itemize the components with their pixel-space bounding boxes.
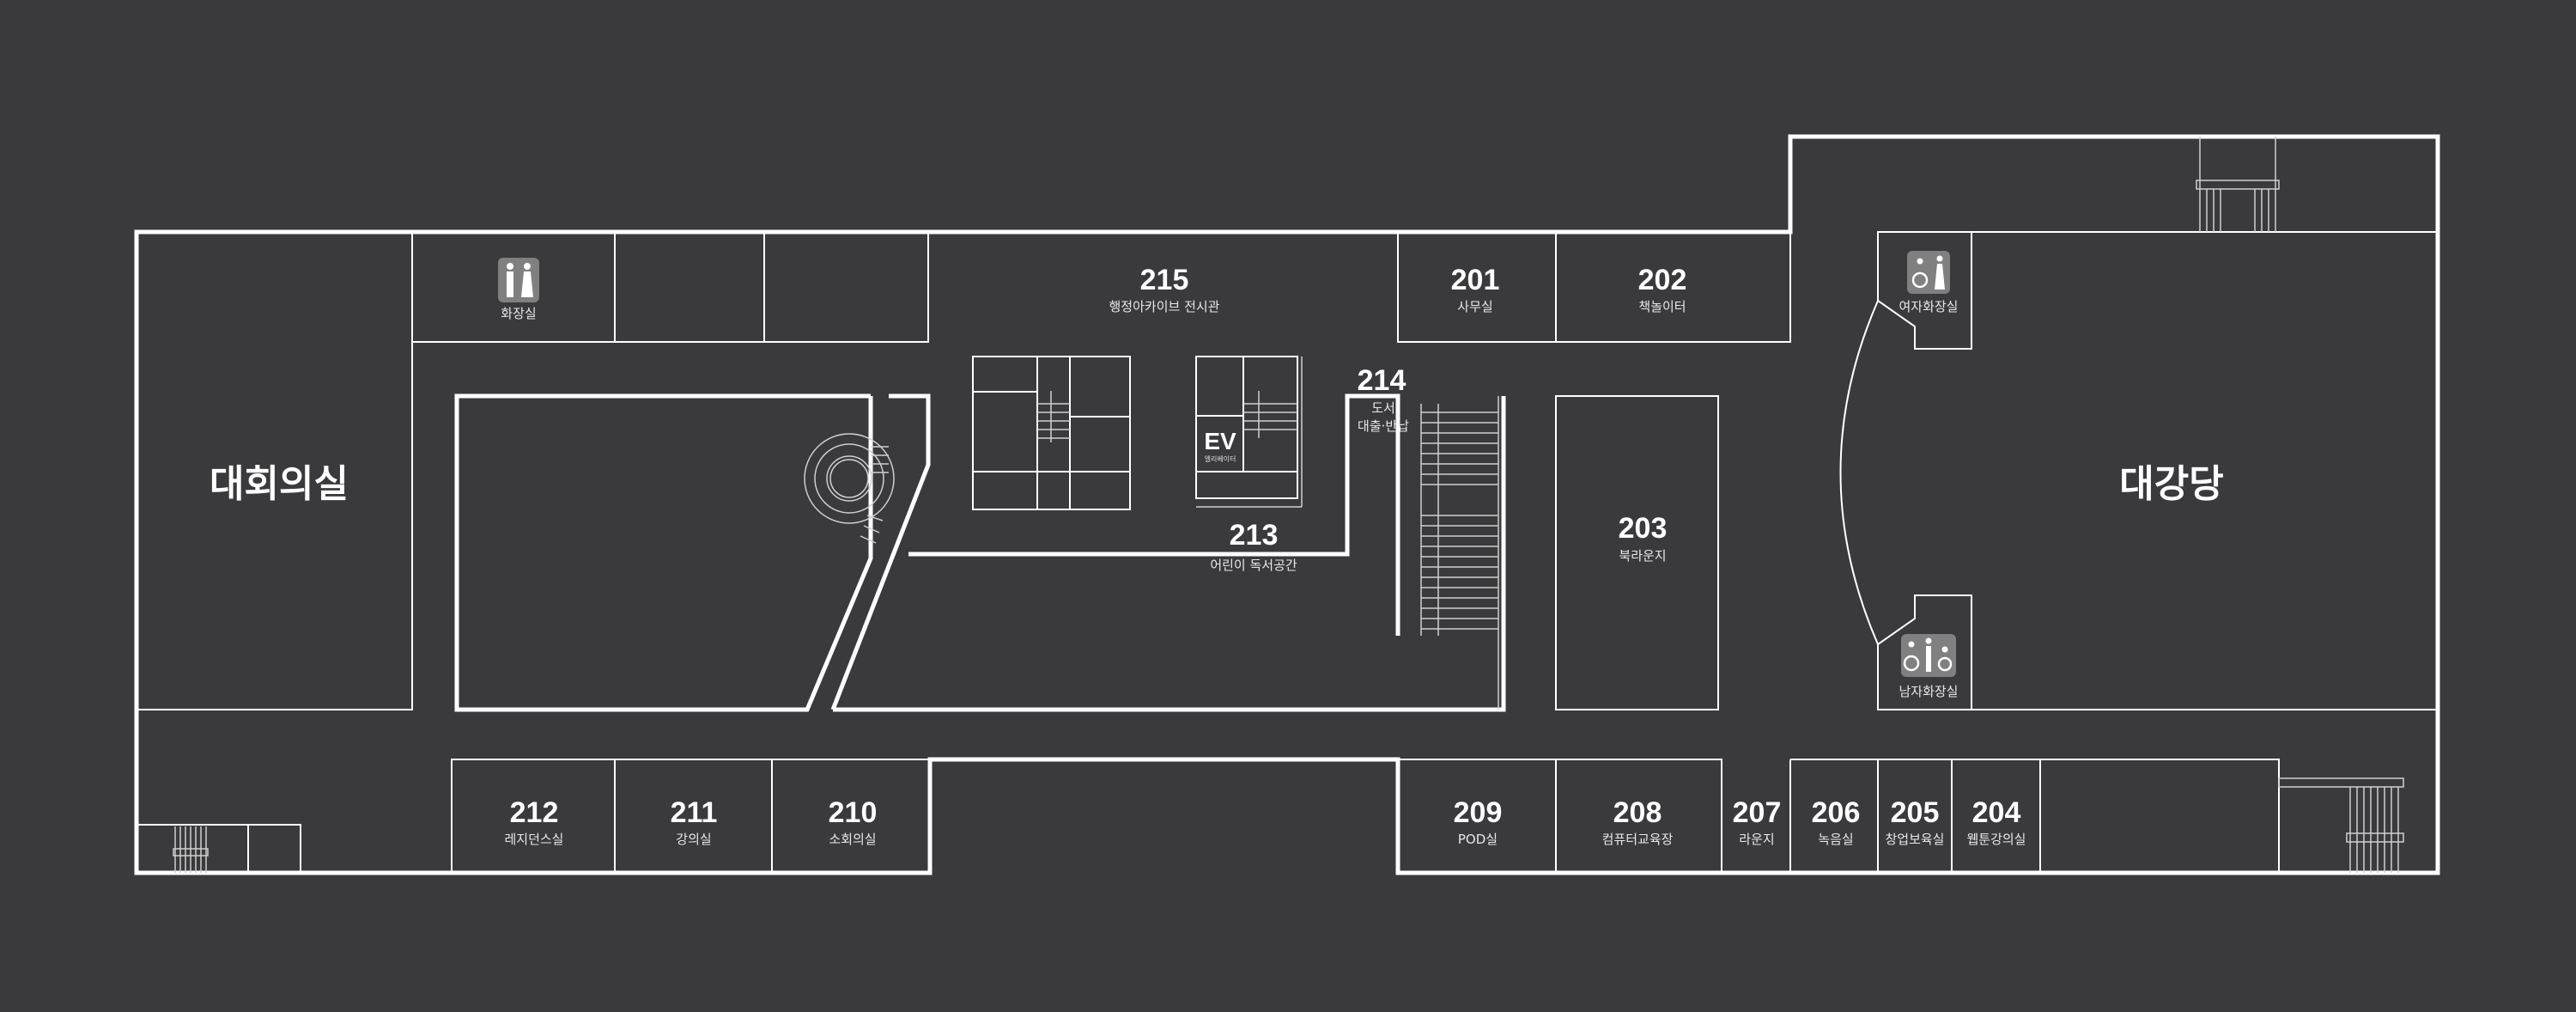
outer-wall <box>134 134 2440 875</box>
room-name-202: 책놀이터 <box>1638 299 1686 314</box>
stairs-214 <box>1420 396 1499 710</box>
elevator-label: EV <box>1204 428 1236 454</box>
room-number-208: 208 <box>1613 796 1662 829</box>
room-213-wall[interactable] <box>833 393 1506 712</box>
auditorium-curved-wall <box>1839 300 1879 645</box>
room-grand-conference[interactable] <box>136 231 413 710</box>
spiral-stair <box>804 433 895 544</box>
room-name-207: 라운지 <box>1739 832 1774 847</box>
room-number-205: 205 <box>1891 796 1940 829</box>
room-label-grand-conference: 대회의실 <box>210 462 349 506</box>
room-label-auditorium: 대강당 <box>2119 462 2223 506</box>
room-205-wall <box>1877 759 2041 873</box>
elevator-name: 엘리베이터 <box>1205 454 1236 463</box>
courtyard-wall <box>454 393 873 712</box>
room-number-201: 201 <box>1451 264 1500 296</box>
accessible-family-restroom-icon <box>1901 634 1956 677</box>
room-202[interactable] <box>1555 231 1791 343</box>
room-name-213: 어린이 독서공간 <box>1210 558 1297 573</box>
room-number-207: 207 <box>1733 796 1782 829</box>
room-203[interactable] <box>1555 395 1719 710</box>
room-207[interactable] <box>1721 759 1791 873</box>
room-label-restroom: 화장실 <box>501 306 536 321</box>
stairs-bottom-right <box>2278 777 2404 873</box>
room-name-210: 소회의실 <box>829 832 876 847</box>
room-name-209: POD실 <box>1458 832 1498 847</box>
room-206-wall <box>1790 759 2280 873</box>
restroom-icon <box>498 258 539 302</box>
stairs-bottom-left <box>136 824 301 874</box>
room-number-213: 213 <box>1230 519 1279 552</box>
stair-core <box>972 356 1131 510</box>
room-number-210: 210 <box>829 796 878 829</box>
room-name-203: 북라운지 <box>1619 548 1666 564</box>
room-name-215: 행정아카이브 전시관 <box>1109 299 1220 314</box>
accessible-women-restroom-icon <box>1907 251 1950 294</box>
room-top-unnamed-2[interactable] <box>763 231 929 343</box>
room-number-211: 211 <box>671 796 718 829</box>
room-number-214: 214 <box>1358 364 1406 397</box>
room-name-201: 사무실 <box>1457 299 1492 314</box>
room-label-men-restroom: 남자화장실 <box>1899 684 1958 699</box>
elevator-core[interactable] <box>1195 356 1303 508</box>
room-name-208: 컴퓨터교육장 <box>1602 832 1674 847</box>
stairs-top-right <box>2196 137 2280 232</box>
room-name-205: 창업보육실 <box>1885 832 1944 847</box>
room-number-215: 215 <box>1140 264 1189 296</box>
room-number-203: 203 <box>1619 512 1668 545</box>
room-number-209: 209 <box>1454 796 1503 829</box>
room-name-214-line2: 대출·반납 <box>1358 418 1409 434</box>
room-name-214-line1: 도서 <box>1371 400 1395 416</box>
room-name-206: 녹음실 <box>1818 832 1853 847</box>
room-name-204: 웹툰강의실 <box>1966 832 2026 847</box>
room-name-212: 레지던스실 <box>504 832 563 847</box>
room-number-204: 204 <box>1972 796 2021 829</box>
stair-wall <box>830 393 931 710</box>
room-top-unnamed-1[interactable] <box>614 231 765 343</box>
room-number-212: 212 <box>510 796 559 829</box>
room-number-202: 202 <box>1638 264 1687 296</box>
room-number-206: 206 <box>1812 796 1861 829</box>
room-label-women-restroom: 여자화장실 <box>1899 299 1958 314</box>
room-name-211: 강의실 <box>676 832 711 847</box>
room-210[interactable] <box>771 759 931 874</box>
